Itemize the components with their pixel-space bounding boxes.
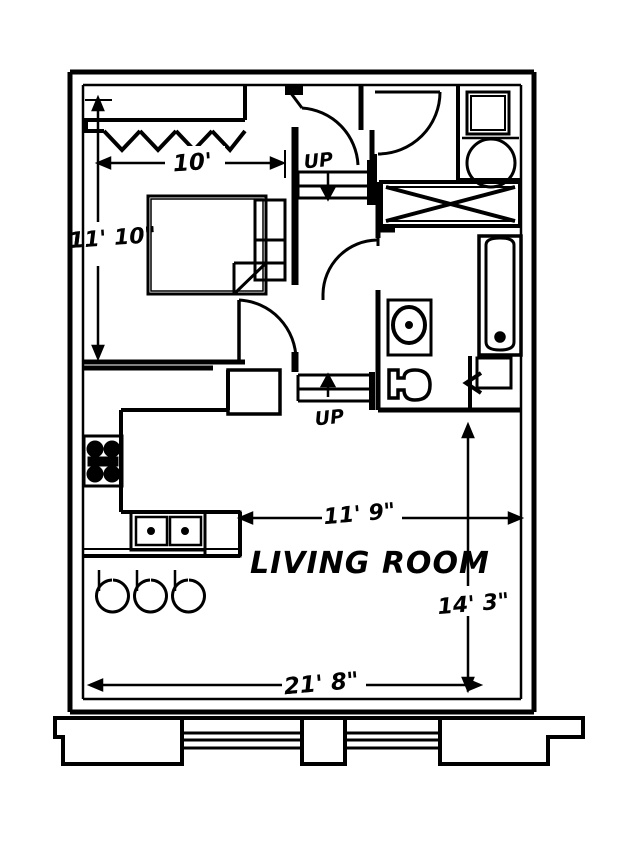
linen-closet [379, 180, 522, 228]
foyer-walls [358, 85, 375, 160]
entry-door-jamb [285, 86, 303, 95]
bedroom-door [237, 298, 298, 361]
dimension-living-width-label-top: 11' 9" [323, 499, 397, 530]
living-room-label: LIVING ROOM [250, 546, 490, 581]
bath-corner-arrow [462, 371, 483, 395]
stair-wall-post-upper [367, 160, 377, 205]
nightstand [253, 198, 287, 282]
refrigerator [226, 368, 282, 416]
dimension-living-depth-label-top: 14' 3" [437, 589, 511, 620]
washer [465, 90, 511, 136]
toilet [387, 368, 432, 402]
bathroom-door [321, 238, 380, 300]
bathroom-walls [375, 230, 521, 413]
bar-counter [84, 510, 242, 558]
dimension-bedroom-depth-label-top: 11' 10" [68, 223, 157, 254]
stair-up-label-bottom: UP [314, 406, 346, 431]
bed-corner-detail [232, 261, 285, 296]
barstool-seat-detail [97, 570, 177, 591]
secondary-entry-door [373, 90, 442, 168]
dimension-bedroom-width-label-top: 10' [172, 149, 213, 178]
linen-closet-wall [375, 182, 395, 233]
bath-shelf [475, 356, 513, 390]
staircase-upper-direction-arrow [319, 172, 337, 202]
dimension-text-masks [88, 146, 512, 692]
stair-up-label-top: UP [303, 149, 335, 174]
exterior-walls [67, 69, 537, 715]
staircase-lower-direction-arrow [319, 372, 337, 397]
bedroom-closet [83, 85, 247, 122]
bathtub [477, 234, 523, 357]
bed [146, 194, 268, 296]
vanity-sink [386, 298, 433, 357]
bedroom-south-wall [83, 359, 245, 371]
